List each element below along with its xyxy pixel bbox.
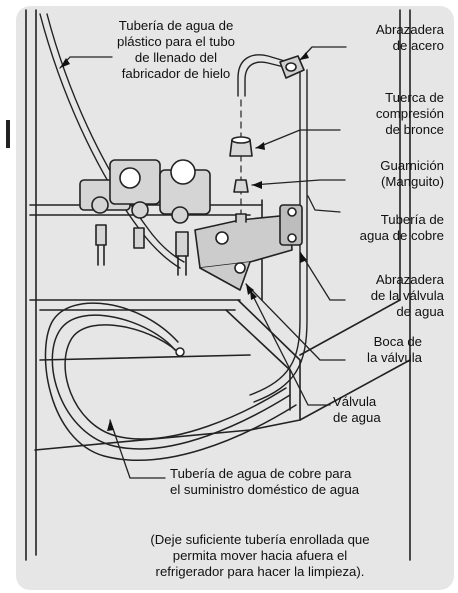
coiled-supply-tube (44, 302, 297, 461)
margin-marker (6, 120, 10, 148)
valve-cluster (79, 159, 211, 276)
leader-arrowheads (60, 52, 309, 431)
label-valve-clamp: Abrazadera de la válvula de agua (370, 272, 444, 319)
copper-tube (237, 54, 308, 403)
label-steel-clamp: Abrazadera de acero (375, 22, 444, 53)
label-plastic-tube: Tubería de agua de plástico para el tubo… (116, 18, 236, 81)
label-supply-tube: Tubería de agua de cobre para el suminis… (170, 466, 360, 497)
background-panel (16, 6, 454, 590)
label-brass-nut: Tuerca de compresión de bronce (375, 90, 444, 137)
cabinet-outline (25, 9, 411, 561)
steel-clamp-shape (279, 55, 305, 79)
ferrule-shape (233, 179, 249, 193)
cleaning-note: (Deje suficiente tubería enrollada que p… (150, 532, 370, 579)
label-valve-inlet: Boca de la válvula (367, 334, 422, 365)
label-copper-tube: Tubería de agua de cobre (359, 212, 444, 243)
brass-nut-shape (229, 136, 253, 157)
water-valve-body (194, 204, 303, 291)
label-water-valve: Válvula de agua (333, 394, 381, 425)
label-ferrule: Guarnición (Manguito) (380, 158, 444, 189)
